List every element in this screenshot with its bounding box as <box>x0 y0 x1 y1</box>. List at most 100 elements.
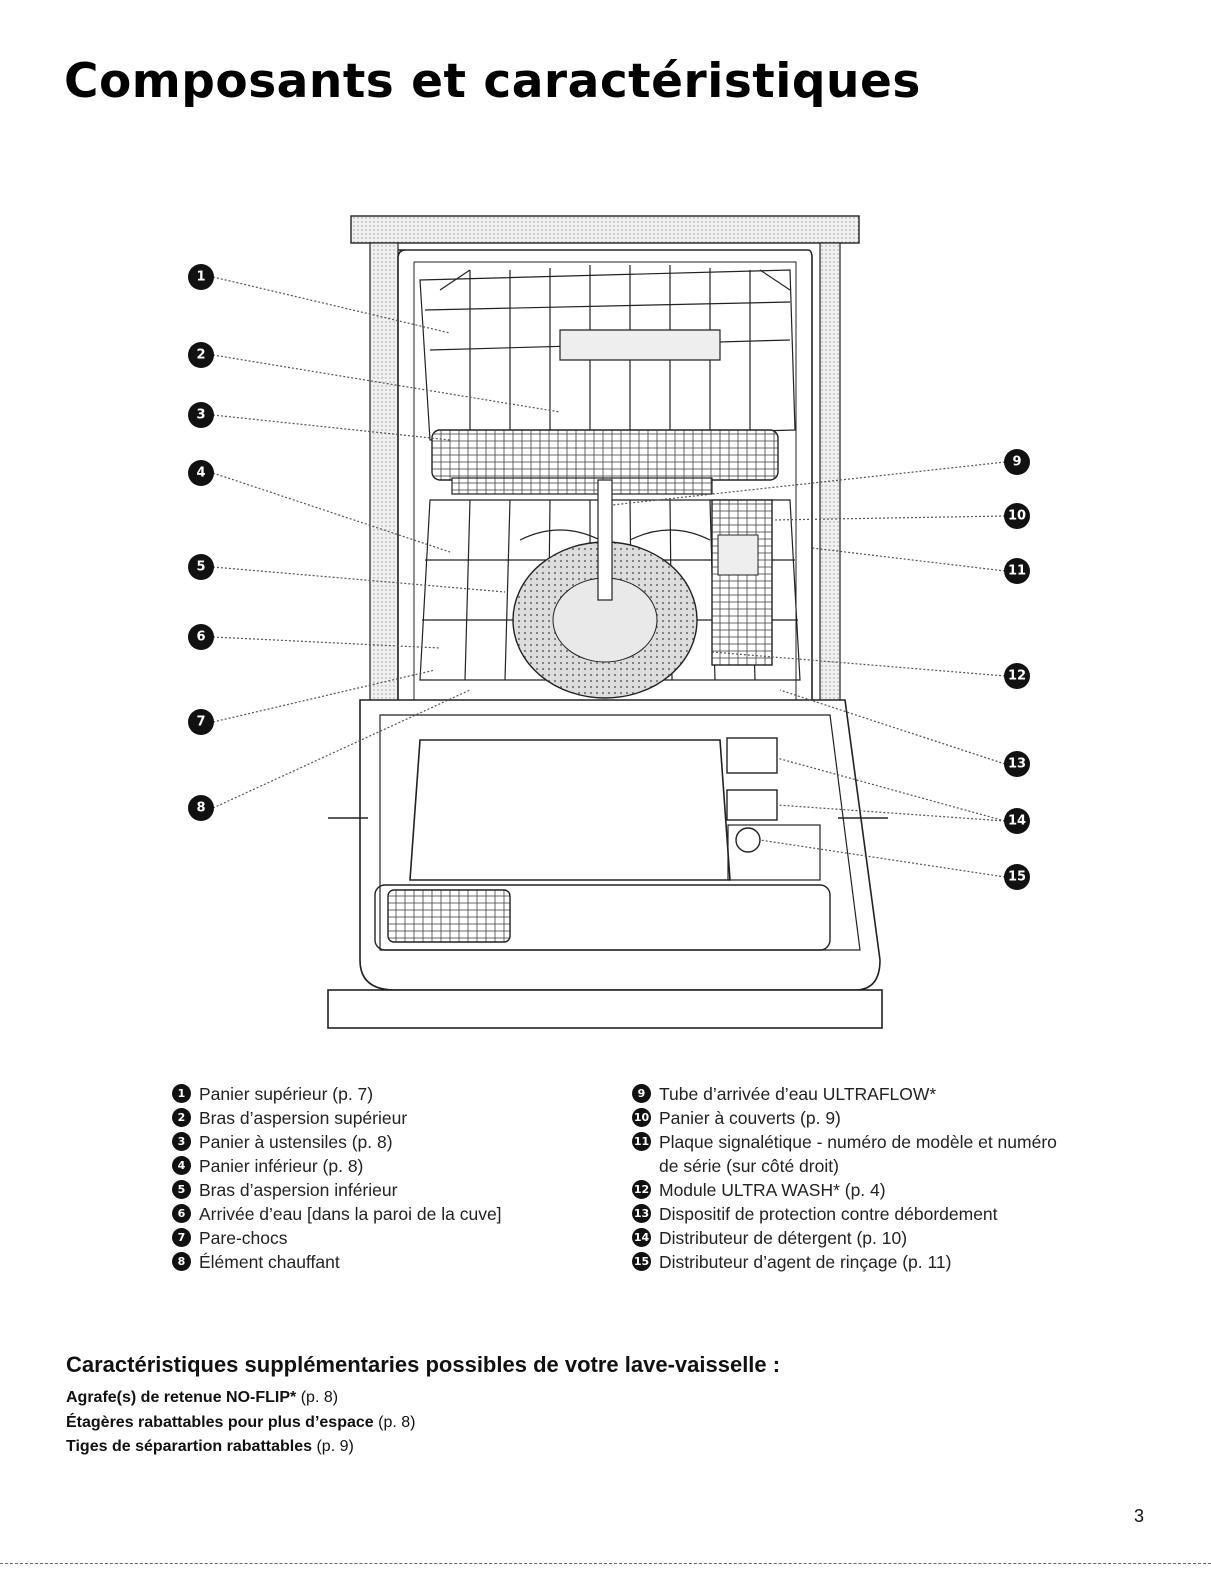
legend-text: Tube d’arrivée d’eau ULTRAFLOW* <box>659 1084 937 1104</box>
ultraflow-tube <box>597 479 613 601</box>
legend-text: Plaque signalétique - numéro de modèle e… <box>659 1132 1057 1176</box>
legend-item: 1 Panier supérieur (p. 7) <box>172 1082 592 1106</box>
legend-item: 11 Plaque signalétique - numéro de modèle… <box>632 1130 1072 1178</box>
legend-text: Distributeur de détergent (p. 10) <box>659 1228 908 1248</box>
detergent-dispenser <box>726 737 778 774</box>
callout-badge-6: 6 <box>188 624 214 650</box>
legend-text: Arrivée d’eau [dans la paroi de la cuve] <box>199 1204 502 1224</box>
callout-badge-15: 15 <box>1004 864 1030 890</box>
legend-text: Module ULTRA WASH* (p. 4) <box>659 1180 886 1200</box>
page-title: Composants et caractéristiques <box>64 54 921 109</box>
base-box <box>327 989 883 1029</box>
legend-text: Distributeur d’agent de rinçage (p. 11) <box>659 1252 952 1272</box>
page-number: 3 <box>1133 1506 1144 1526</box>
legend-item: 8 Élément chauffant <box>172 1250 592 1274</box>
legend-item: 3 Panier à ustensiles (p. 8) <box>172 1130 592 1154</box>
legend-number: 15 <box>632 1252 651 1271</box>
legend-text: Élément chauffant <box>199 1252 340 1272</box>
legend-number: 3 <box>172 1132 191 1151</box>
legend-item: 7 Pare-chocs <box>172 1226 592 1250</box>
legend-number: 14 <box>632 1228 651 1247</box>
svg-text:7: 7 <box>196 715 205 730</box>
callout-badge-3: 3 <box>188 402 214 428</box>
vent-grille <box>387 889 511 943</box>
legend-item: 4 Panier inférieur (p. 8) <box>172 1154 592 1178</box>
svg-text:1: 1 <box>196 270 205 285</box>
legend-text: Bras d’aspersion supérieur <box>199 1108 408 1128</box>
extra-features-list: Agrafe(s) de retenue NO-FLIP* (p. 8) Éta… <box>66 1386 415 1460</box>
callout-badge-4: 4 <box>188 460 214 486</box>
legend-number: 11 <box>632 1132 651 1151</box>
callout-badge-1: 1 <box>188 264 214 290</box>
door <box>359 699 881 991</box>
legend-number: 13 <box>632 1204 651 1223</box>
legend-item: 10 Panier à couverts (p. 9) <box>632 1106 1072 1130</box>
legend-number: 2 <box>172 1108 191 1127</box>
legend-item: 13 Dispositif de protection contre débord… <box>632 1202 1072 1226</box>
legend-number: 7 <box>172 1228 191 1247</box>
page-ref: (p. 8) <box>300 1389 339 1406</box>
legend-item: 6 Arrivée d’eau [dans la paroi de la cuve… <box>172 1202 592 1226</box>
legend-number: 1 <box>172 1084 191 1103</box>
feature-name: Tiges de séparartion rabattables <box>66 1438 313 1455</box>
legend-text: Pare-chocs <box>199 1228 288 1248</box>
legend-item: 15 Distributeur d’agent de rinçage (p. 11… <box>632 1250 1072 1274</box>
countertop <box>350 215 860 244</box>
legend-item: 2 Bras d’aspersion supérieur <box>172 1106 592 1130</box>
svg-text:11: 11 <box>1008 564 1026 579</box>
svg-text:8: 8 <box>196 801 205 816</box>
rinse-aid-dispenser <box>735 827 761 853</box>
legend-number: 6 <box>172 1204 191 1223</box>
svg-text:12: 12 <box>1008 669 1026 684</box>
callout-badge-8: 8 <box>188 795 214 821</box>
silverware-basket <box>711 499 773 666</box>
feature-name: Agrafe(s) de retenue NO-FLIP* <box>66 1389 297 1406</box>
legend-number: 5 <box>172 1180 191 1199</box>
svg-text:3: 3 <box>196 408 205 423</box>
svg-text:2: 2 <box>196 348 205 363</box>
legend-number: 12 <box>632 1180 651 1199</box>
legend-text: Panier inférieur (p. 8) <box>199 1156 364 1176</box>
legend-text: Panier supérieur (p. 7) <box>199 1084 374 1104</box>
legend-item: 5 Bras d’aspersion inférieur <box>172 1178 592 1202</box>
legend-item: 14 Distributeur de détergent (p. 10) <box>632 1226 1072 1250</box>
svg-text:15: 15 <box>1008 870 1026 885</box>
svg-text:13: 13 <box>1008 757 1026 772</box>
legend-text: Panier à couverts (p. 9) <box>659 1108 841 1128</box>
extra-features-heading: Caractéristiques supplémentaries possibl… <box>66 1352 781 1377</box>
utensil-basket <box>431 429 779 481</box>
list-item: Tiges de séparartion rabattables (p. 9) <box>66 1435 415 1460</box>
list-item: Étagères rabattables pour plus d’espace … <box>66 1411 415 1436</box>
callout-badge-14: 14 <box>1004 808 1030 834</box>
callout-badge-7: 7 <box>188 709 214 735</box>
svg-text:5: 5 <box>196 560 205 575</box>
callout-badge-2: 2 <box>188 342 214 368</box>
page-ref: (p. 8) <box>378 1413 416 1431</box>
callout-badge-12: 12 <box>1004 663 1030 689</box>
svg-text:14: 14 <box>1008 814 1026 829</box>
callout-badge-11: 11 <box>1004 558 1030 584</box>
dishwasher-diagram: 1 2 3 4 5 6 7 8 9 10 11 12 13 14 15 <box>188 215 1030 1029</box>
list-item: Agrafe(s) de retenue NO-FLIP* (p. 8) <box>66 1386 415 1411</box>
svg-text:6: 6 <box>196 630 205 645</box>
bottom-rule <box>0 1563 1211 1564</box>
callout-badge-5: 5 <box>188 554 214 580</box>
legend-number: 10 <box>632 1108 651 1127</box>
feature-name: Étagères rabattables pour plus d’espace <box>66 1413 374 1431</box>
callout-lines <box>212 276 1006 878</box>
legend-text: Panier à ustensiles (p. 8) <box>199 1132 393 1152</box>
legend-number: 4 <box>172 1156 191 1175</box>
legend-text: Dispositif de protection contre débordem… <box>659 1204 998 1224</box>
svg-text:10: 10 <box>1008 509 1026 524</box>
legend-number: 8 <box>172 1252 191 1271</box>
callout-badge-13: 13 <box>1004 751 1030 777</box>
legend-item: 12 Module ULTRA WASH* (p. 4) <box>632 1178 1072 1202</box>
callout-badge-9: 9 <box>1004 449 1030 475</box>
page-ref: (p. 9) <box>316 1438 354 1455</box>
legend-text: Bras d’aspersion inférieur <box>199 1180 398 1200</box>
svg-text:9: 9 <box>1012 455 1021 470</box>
svg-text:4: 4 <box>196 466 205 481</box>
